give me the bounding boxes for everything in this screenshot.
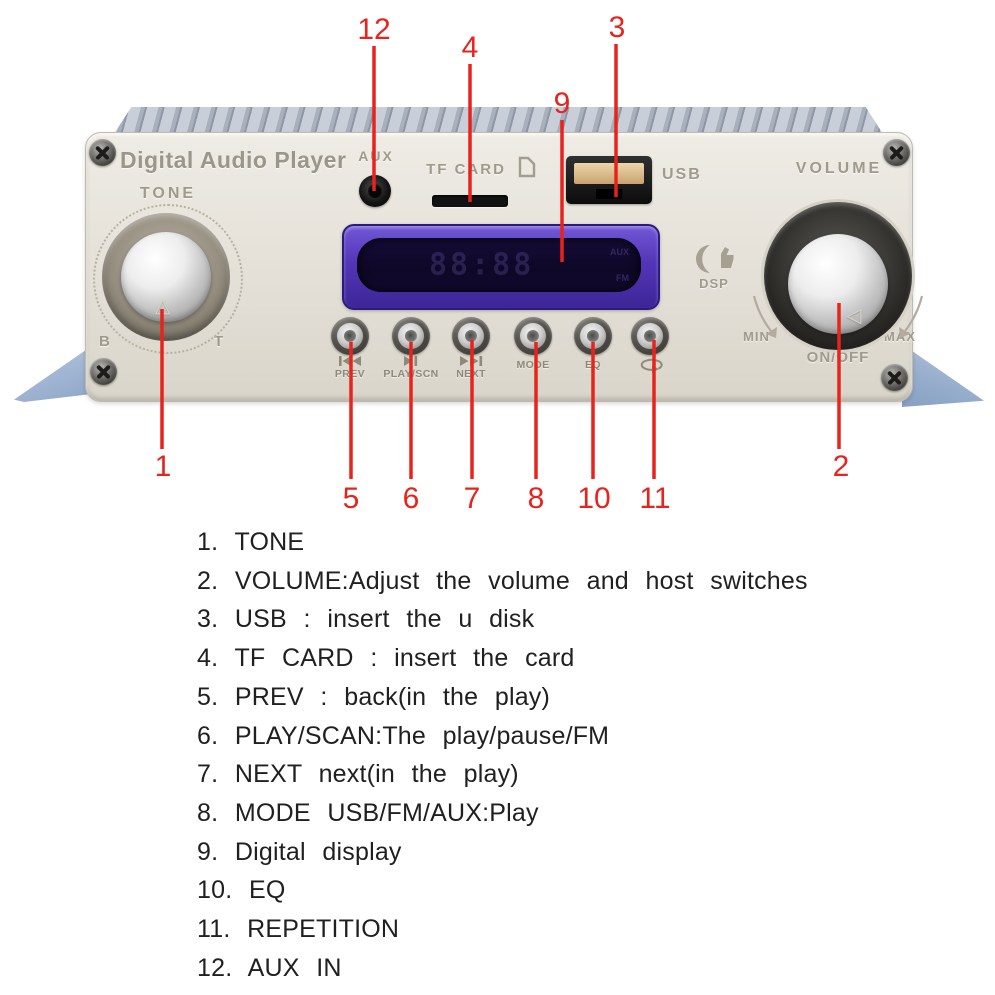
callout-number-3: 3 (608, 11, 626, 44)
legend-item: 4. TF CARD : insert the card (197, 644, 575, 673)
usb-port[interactable] (566, 156, 652, 204)
display-screen: 88:88 AUX FM (357, 238, 641, 292)
dsp-label: DSP (699, 276, 729, 291)
callout-number-9: 9 (553, 87, 571, 120)
treble-label: T (214, 333, 224, 350)
digital-display: 88:88 AUX FM (342, 224, 660, 310)
callout-number-12: 12 (357, 13, 391, 46)
legend-list: 1. TONE 2. VOLUME:Adjust the volume and … (197, 523, 808, 987)
callout-number-8: 8 (527, 482, 545, 515)
legend-item: 6. PLAY/SCAN:The play/pause/FM (197, 721, 610, 750)
usb-label: USB (662, 166, 702, 183)
legend-item: 12. AUX IN (197, 953, 342, 982)
dsp-logo-icon (690, 242, 736, 281)
tone-label: TONE (139, 185, 197, 202)
screw-top-right (883, 139, 910, 166)
repeat-loop-icon (640, 358, 663, 373)
legend-item: 11. REPETITION (197, 915, 400, 944)
legend-item: 2. VOLUME:Adjust the volume and host swi… (197, 566, 808, 595)
callout-number-2: 2 (832, 450, 850, 483)
callout-number-7: 7 (463, 482, 481, 515)
usb-port-tab (574, 163, 644, 184)
skip-forward-icon (460, 356, 483, 366)
repeat-button[interactable] (631, 317, 669, 355)
legend-item: 3. USB : insert the u disk (197, 605, 535, 634)
callout-number-5: 5 (342, 482, 360, 515)
callout-number-6: 6 (402, 482, 420, 515)
prev-button-caption: PREV (318, 355, 382, 380)
max-label: MAX (884, 329, 916, 344)
display-ghost-digits: 88:88 (429, 247, 535, 283)
tone-knob-pointer-icon: △ (155, 293, 171, 317)
play-pause-icon (404, 356, 418, 366)
repeat-button-caption (618, 357, 682, 374)
mounting-flange-right (902, 344, 984, 407)
display-fm-indicator: FM (616, 273, 629, 283)
tone-knob[interactable] (121, 232, 211, 322)
volume-label: VOLUME (795, 160, 883, 177)
aux-label: AUX (358, 148, 394, 164)
display-aux-indicator: AUX (609, 247, 629, 257)
volume-knob[interactable] (788, 234, 888, 334)
callout-number-10: 10 (577, 482, 611, 515)
brand-title: Digital Audio Player (120, 147, 347, 173)
callout-number-11: 11 (639, 482, 671, 515)
screw-top-left (89, 139, 116, 166)
legend-item: 5. PREV : back(in the play) (197, 682, 551, 711)
screw-bottom-left (90, 358, 117, 385)
legend-item: 8. MODE USB/FM/AUX:Play (197, 798, 539, 827)
eq-button[interactable] (574, 317, 612, 355)
play-scan-button-caption: PLAY/SCN (379, 355, 443, 380)
min-label: MIN (743, 329, 770, 344)
legend-item: 10. EQ (197, 876, 286, 905)
legend-item: 9. Digital display (197, 837, 402, 866)
skip-back-icon (339, 356, 361, 366)
tf-card-slot[interactable] (432, 195, 508, 207)
tone-dotted-scale (93, 204, 243, 354)
tf-card-label: TF CARD (426, 161, 506, 178)
mode-button[interactable] (514, 317, 552, 355)
play-scan-button[interactable] (392, 317, 430, 355)
callout-number-1: 1 (154, 450, 172, 483)
volume-knob-pointer-icon: ◁ (846, 303, 862, 327)
legend-item: 1. TONE (197, 528, 305, 556)
bass-label: B (99, 333, 110, 350)
prev-button[interactable] (331, 317, 369, 355)
next-button[interactable] (452, 317, 490, 355)
callout-number-4: 4 (461, 31, 479, 64)
screw-bottom-right (881, 364, 908, 391)
next-button-caption: NEXT (439, 355, 503, 380)
eq-button-caption: EQ (585, 359, 601, 371)
aux-input-jack[interactable] (359, 175, 391, 207)
legend-item: 7. NEXT next(in the play) (197, 760, 519, 789)
sd-card-icon (518, 156, 536, 183)
mode-button-caption: MODE (516, 359, 550, 371)
on-off-label: ON/OFF (806, 349, 870, 366)
